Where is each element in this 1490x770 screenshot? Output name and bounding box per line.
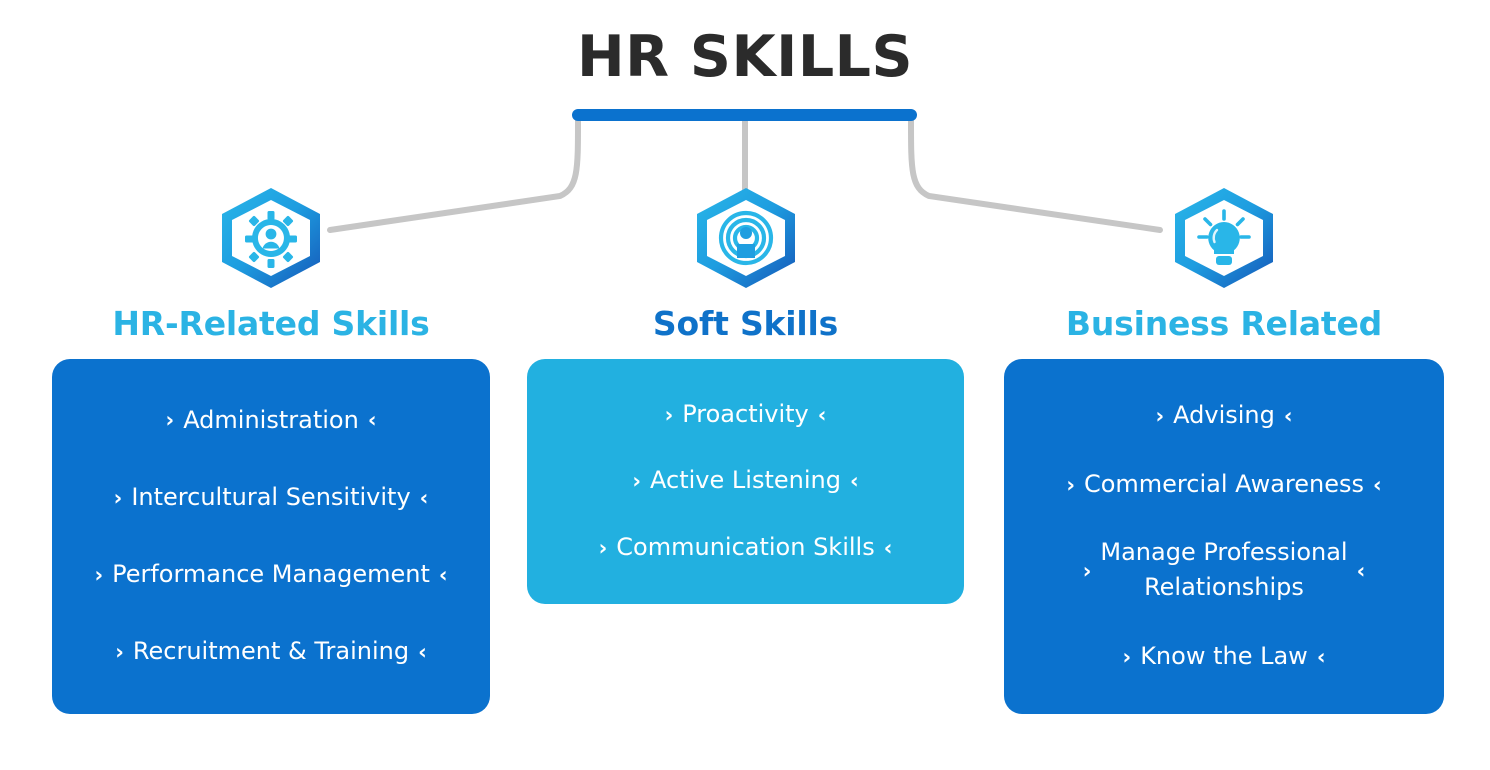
chevron-right-icon: › (1155, 404, 1165, 429)
list-item[interactable]: › Intercultural Sensitivity ‹ (66, 480, 476, 515)
list-item-label: Administration (183, 405, 359, 434)
chevron-right-icon: › (598, 535, 608, 560)
list-item[interactable]: › Commercial Awareness ‹ (1018, 467, 1430, 502)
list-item[interactable]: › Proactivity ‹ (541, 397, 950, 432)
category-column-soft-skills: Soft Skills › Proactivity ‹ › Active Lis… (527, 186, 964, 605)
skills-card-business-related: › Advising ‹ › Commercial Awareness ‹ › … (1004, 359, 1444, 715)
title-underline (572, 109, 917, 121)
page-title: HR SKILLS (576, 24, 914, 90)
list-item-label: Recruitment & Training (132, 637, 410, 666)
list-item[interactable]: › Performance Management ‹ (66, 557, 476, 592)
chevron-right-icon: › (115, 640, 124, 665)
chevron-right-icon: › (94, 562, 104, 587)
skills-card-hr-related: › Administration ‹ › Intercultural Sensi… (52, 359, 490, 715)
chevron-left-icon: ‹ (1316, 644, 1326, 669)
chevron-left-icon: ‹ (817, 402, 827, 427)
list-item[interactable]: › Manage Professional Relationships ‹ (1018, 535, 1430, 605)
chevron-left-icon: ‹ (418, 640, 427, 665)
chevron-right-icon: › (165, 408, 175, 433)
list-item-label: Proactivity (682, 400, 809, 429)
list-item-label: Active Listening (650, 466, 841, 495)
chevron-right-icon: › (632, 469, 642, 494)
chevron-right-icon: › (1082, 558, 1092, 583)
chevron-left-icon: ‹ (1356, 558, 1366, 583)
chevron-left-icon: ‹ (438, 562, 448, 587)
chevron-right-icon: › (1122, 644, 1132, 669)
list-item-label: Advising (1173, 401, 1275, 430)
chevron-left-icon: ‹ (367, 408, 377, 433)
list-item-label: Communication Skills (616, 532, 875, 561)
list-item-label: Intercultural Sensitivity (131, 482, 411, 511)
chevron-right-icon: › (664, 402, 674, 427)
chevron-left-icon: ‹ (1283, 404, 1293, 429)
title-block: HR SKILLS (0, 24, 1490, 90)
list-item-label: Know the Law (1140, 641, 1308, 670)
list-item-label: Manage Professional Relationships (1100, 538, 1348, 602)
column-heading-soft-skills: Soft Skills (652, 304, 839, 343)
gear-person-icon (216, 186, 326, 290)
category-column-hr-related: HR-Related Skills › Administration ‹ › I… (52, 186, 490, 715)
chevron-left-icon: ‹ (883, 535, 893, 560)
chevron-left-icon: ‹ (419, 485, 429, 510)
list-item[interactable]: › Recruitment & Training ‹ (66, 634, 476, 669)
chevron-left-icon: ‹ (1373, 472, 1382, 497)
chevron-right-icon: › (113, 485, 123, 510)
chevron-left-icon: ‹ (849, 469, 859, 494)
chevron-right-icon: › (1066, 472, 1075, 497)
skills-card-soft-skills: › Proactivity ‹ › Active Listening ‹ › C… (527, 359, 964, 605)
list-item[interactable]: › Active Listening ‹ (541, 463, 950, 498)
column-heading-hr-related: HR-Related Skills (112, 304, 430, 343)
list-item[interactable]: › Administration ‹ (66, 403, 476, 438)
column-heading-business-related: Business Related (1065, 304, 1383, 343)
list-item[interactable]: › Communication Skills ‹ (541, 530, 950, 565)
list-item[interactable]: › Advising ‹ (1018, 398, 1430, 433)
list-item[interactable]: › Know the Law ‹ (1018, 639, 1430, 674)
lightbulb-icon (1169, 186, 1279, 290)
broadcast-person-icon (691, 186, 801, 290)
category-column-business-related: Business Related › Advising ‹ › Commerci… (1004, 186, 1444, 715)
list-item-label: Commercial Awareness (1083, 469, 1365, 498)
list-item-label: Performance Management (112, 560, 430, 589)
